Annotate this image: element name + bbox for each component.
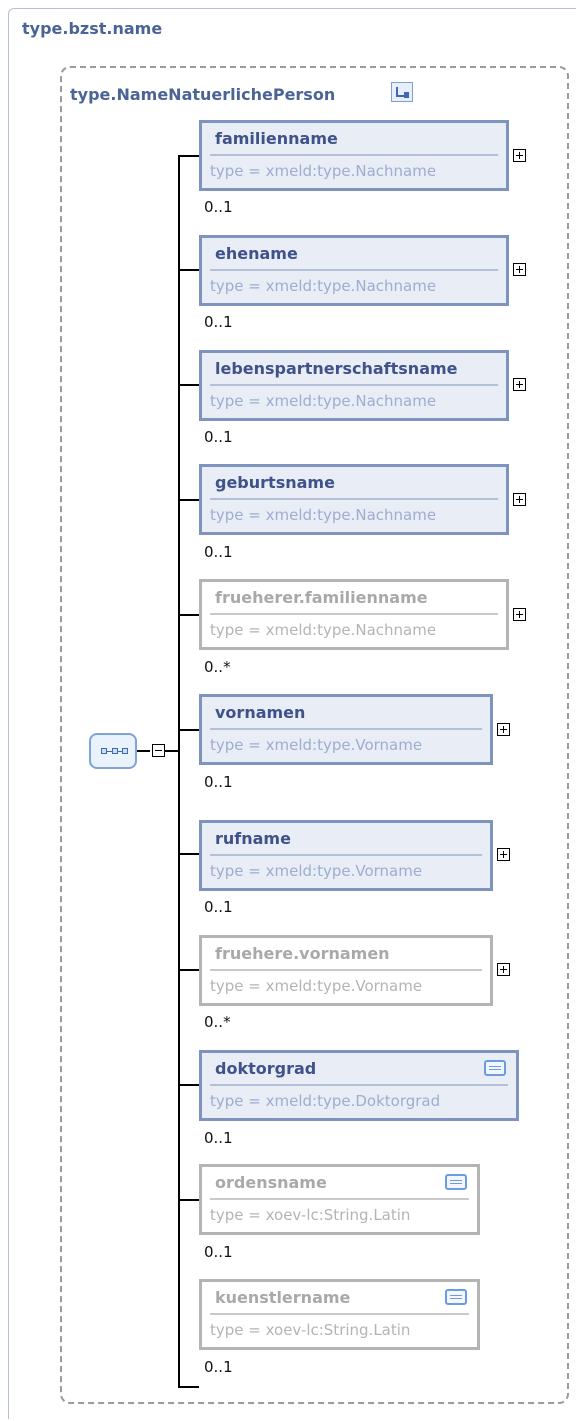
element-type: type = xmeld:type.Vorname bbox=[210, 977, 423, 995]
branch-connector bbox=[178, 269, 199, 271]
element-box-geburtsname[interactable]: geburtsname type = xmeld:type.Nachname bbox=[199, 464, 509, 535]
cardinality-label: 0..1 bbox=[204, 1358, 233, 1376]
element-type: type = xmeld:type.Vorname bbox=[210, 862, 423, 880]
inner-type-title: type.NameNatuerlichePerson bbox=[70, 85, 336, 104]
element-type: type = xmeld:type.Doktorgrad bbox=[210, 1092, 441, 1110]
branch-connector bbox=[178, 1386, 199, 1388]
expand-lebenspartnerschaftsname-toggle[interactable] bbox=[513, 378, 526, 391]
element-name: vornamen bbox=[215, 703, 306, 722]
cardinality-label: 0..1 bbox=[204, 428, 233, 446]
collapse-sequence-toggle[interactable] bbox=[152, 744, 165, 757]
element-box-frueherer-familienname[interactable]: frueherer.familienname type = xmeld:type… bbox=[199, 579, 509, 650]
branch-connector bbox=[178, 614, 199, 616]
branch-connector bbox=[178, 1084, 199, 1086]
cardinality-label: 0..* bbox=[204, 1013, 231, 1031]
expand-fruehere-vornamen-toggle[interactable] bbox=[497, 963, 510, 976]
branch-connector bbox=[178, 969, 199, 971]
element-name: ehename bbox=[215, 244, 298, 263]
element-box-ehename[interactable]: ehename type = xmeld:type.Nachname bbox=[199, 235, 509, 306]
sequence-branch-line bbox=[178, 155, 180, 1388]
element-name: geburtsname bbox=[215, 473, 335, 492]
outer-complex-type-frame bbox=[8, 8, 576, 1419]
branch-connector bbox=[178, 853, 199, 855]
cardinality-label: 0..1 bbox=[204, 1243, 233, 1261]
outer-type-title: type.bzst.name bbox=[22, 19, 163, 38]
element-divider bbox=[210, 384, 498, 386]
element-divider bbox=[210, 969, 482, 971]
branch-connector bbox=[178, 729, 199, 731]
branch-connector bbox=[178, 1199, 199, 1201]
element-type: type = xmeld:type.Nachname bbox=[210, 162, 437, 180]
expand-vornamen-toggle[interactable] bbox=[497, 723, 510, 736]
element-name: fruehere.vornamen bbox=[215, 944, 390, 963]
element-box-doktorgrad[interactable]: doktorgrad type = xmeld:type.Doktorgrad bbox=[199, 1050, 519, 1121]
element-box-rufname[interactable]: rufname type = xmeld:type.Vorname bbox=[199, 820, 493, 891]
documentation-icon[interactable] bbox=[445, 1289, 467, 1305]
element-name: doktorgrad bbox=[215, 1059, 317, 1078]
cardinality-label: 0..1 bbox=[204, 543, 233, 561]
element-divider bbox=[210, 498, 498, 500]
branch-connector bbox=[178, 384, 199, 386]
element-divider bbox=[210, 1198, 469, 1200]
expand-ehename-toggle[interactable] bbox=[513, 263, 526, 276]
expand-geburtsname-toggle[interactable] bbox=[513, 493, 526, 506]
expand-rufname-toggle[interactable] bbox=[497, 848, 510, 861]
element-box-kuenstlername[interactable]: kuenstlername type = xoev-lc:String.Lati… bbox=[199, 1279, 480, 1350]
element-divider bbox=[210, 1313, 469, 1315]
element-type: type = xmeld:type.Nachname bbox=[210, 392, 437, 410]
sequence-connector bbox=[137, 750, 150, 752]
expand-frueherer-familienname-toggle[interactable] bbox=[513, 608, 526, 621]
element-type: type = xmeld:type.Nachname bbox=[210, 506, 437, 524]
element-name: frueherer.familienname bbox=[215, 588, 428, 607]
cardinality-label: 0..1 bbox=[204, 773, 233, 791]
cardinality-label: 0..1 bbox=[204, 1129, 233, 1147]
branch-connector bbox=[178, 499, 199, 501]
element-divider bbox=[210, 854, 482, 856]
documentation-icon[interactable] bbox=[484, 1060, 506, 1076]
element-box-lebenspartnerschaftsname[interactable]: lebenspartnerschaftsname type = xmeld:ty… bbox=[199, 350, 509, 421]
element-type: type = xoev-lc:String.Latin bbox=[210, 1321, 411, 1339]
element-divider bbox=[210, 1084, 508, 1086]
cardinality-label: 0..* bbox=[204, 658, 231, 676]
element-type: type = xmeld:type.Nachname bbox=[210, 277, 437, 295]
element-name: familienname bbox=[215, 129, 338, 148]
expand-familienname-toggle[interactable] bbox=[513, 149, 526, 162]
element-name: lebenspartnerschaftsname bbox=[215, 359, 458, 378]
element-box-ordensname[interactable]: ordensname type = xoev-lc:String.Latin bbox=[199, 1164, 480, 1235]
cardinality-label: 0..1 bbox=[204, 898, 233, 916]
documentation-icon[interactable] bbox=[445, 1174, 467, 1190]
inner-type-group-frame bbox=[60, 66, 569, 1404]
cardinality-label: 0..1 bbox=[204, 313, 233, 331]
element-box-fruehere-vornamen[interactable]: fruehere.vornamen type = xmeld:type.Vorn… bbox=[199, 935, 493, 1006]
element-type: type = xoev-lc:String.Latin bbox=[210, 1206, 411, 1224]
cardinality-label: 0..1 bbox=[204, 198, 233, 216]
branch-connector bbox=[178, 155, 199, 157]
element-divider bbox=[210, 728, 482, 730]
element-divider bbox=[210, 613, 498, 615]
element-type: type = xmeld:type.Vorname bbox=[210, 736, 423, 754]
element-type: type = xmeld:type.Nachname bbox=[210, 621, 437, 639]
element-divider bbox=[210, 154, 498, 156]
element-name: kuenstlername bbox=[215, 1288, 351, 1307]
element-name: rufname bbox=[215, 829, 291, 848]
sequence-connector bbox=[165, 750, 179, 752]
element-box-vornamen[interactable]: vornamen type = xmeld:type.Vorname bbox=[199, 694, 493, 765]
element-divider bbox=[210, 269, 498, 271]
sequence-compositor-icon[interactable] bbox=[89, 733, 137, 769]
complex-type-icon bbox=[391, 82, 413, 102]
element-box-familienname[interactable]: familienname type = xmeld:type.Nachname bbox=[199, 120, 509, 191]
element-name: ordensname bbox=[215, 1173, 327, 1192]
